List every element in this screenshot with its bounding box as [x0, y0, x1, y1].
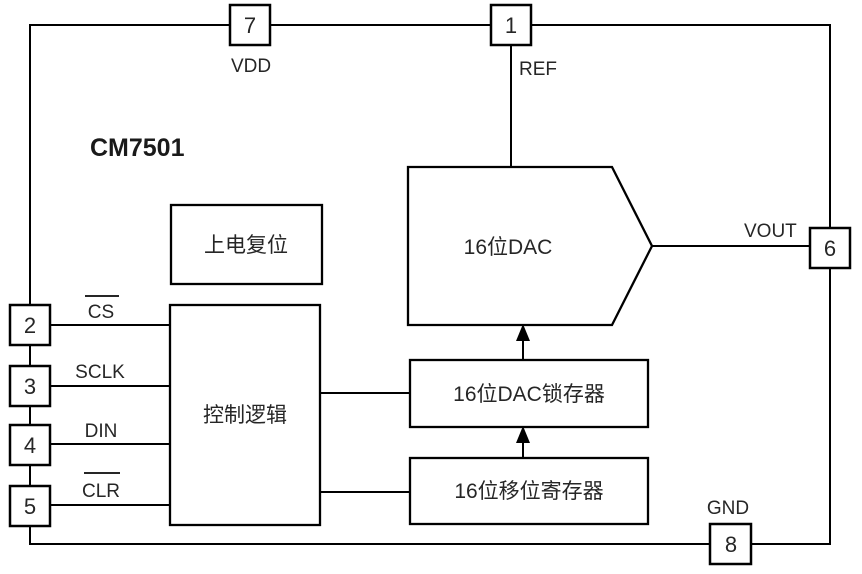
pin-7-label: VDD — [231, 56, 271, 77]
pin-6-box — [808, 226, 852, 270]
pin-8-label: GND — [707, 498, 749, 519]
pin-7: 7 VDD — [228, 3, 272, 77]
pin-4: 4 DIN — [8, 421, 118, 467]
pin-1-number: 1 — [505, 13, 517, 38]
pin-4-box — [8, 423, 52, 467]
control-logic-label: 控制逻辑 — [203, 404, 287, 427]
shift-register-box — [408, 456, 650, 526]
pin-1-box — [489, 3, 533, 47]
pin-4-label: DIN — [85, 421, 118, 442]
up-arrow-icon — [516, 324, 530, 341]
shift-register-block: 16位移位寄存器 — [408, 456, 650, 526]
pin-6-number: 6 — [824, 236, 836, 261]
dac-latch-label: 16位DAC锁存器 — [453, 383, 605, 406]
pin-2-box — [8, 303, 52, 347]
up-arrow-icon — [516, 426, 530, 443]
pin-6: 6 VOUT — [744, 221, 852, 270]
pin-6-label: VOUT — [744, 221, 797, 242]
pin-5-box — [8, 484, 52, 528]
power-on-reset-block: 上电复位 — [169, 203, 324, 286]
dac-label: 16位DAC — [464, 236, 553, 259]
pin-5-number: 5 — [24, 494, 36, 519]
pin-3: 3 SCLK — [8, 362, 125, 408]
shift-register-label: 16位移位寄存器 — [454, 480, 603, 503]
pin-3-box — [8, 364, 52, 408]
pin-2-number: 2 — [24, 313, 36, 338]
chip-boundary — [29, 24, 831, 545]
control-logic-block: 控制逻辑 — [168, 303, 322, 527]
pin-7-number: 7 — [244, 13, 256, 38]
chip-title: CM7501 — [90, 134, 185, 162]
pin-4-number: 4 — [24, 433, 36, 458]
power-on-reset-box — [169, 203, 324, 286]
dac-latch-block: 16位DAC锁存器 — [408, 358, 650, 429]
pin-8-box — [708, 522, 753, 566]
pin-8: 8 GND — [707, 498, 753, 566]
control-logic-box — [168, 303, 322, 527]
dac-block: 16位DAC — [406, 165, 654, 327]
pin-1: 1 REF — [489, 3, 557, 80]
dac-latch-box — [408, 358, 650, 429]
pin-2-label: CS — [88, 302, 114, 323]
pin-3-label: SCLK — [75, 362, 125, 383]
power-on-reset-label: 上电复位 — [204, 234, 288, 257]
pin-3-number: 3 — [24, 374, 36, 399]
pin-7-box — [228, 3, 272, 47]
pin-1-label: REF — [519, 59, 557, 80]
pin-5: 5 CLR — [8, 472, 120, 528]
pin-2: 2 CS — [8, 295, 119, 347]
dac-shape — [406, 165, 654, 327]
pin-5-label: CLR — [82, 481, 120, 502]
pin-8-number: 8 — [725, 532, 737, 557]
